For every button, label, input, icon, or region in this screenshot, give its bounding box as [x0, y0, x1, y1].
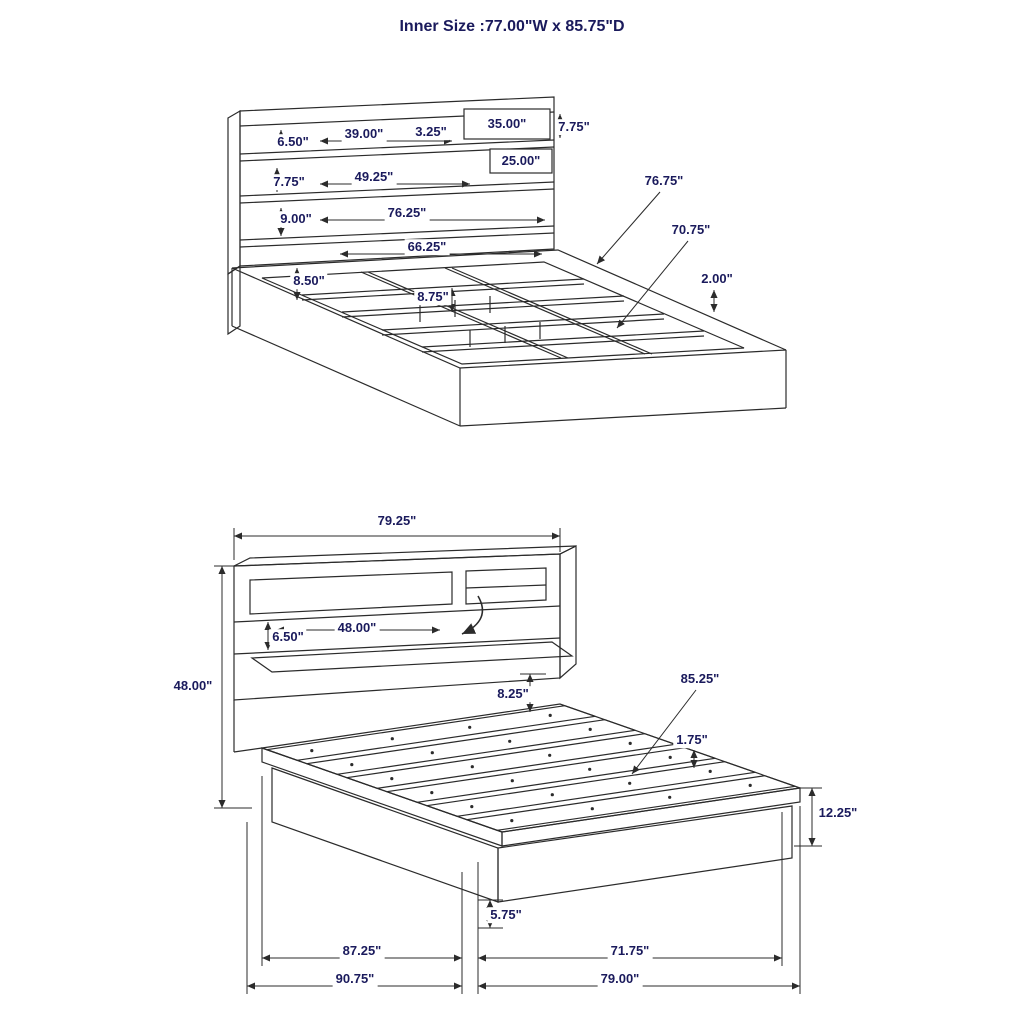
- dim-shelf2-height: 7.75": [270, 174, 308, 190]
- dim-slat-length: 85.25": [677, 671, 723, 687]
- plinth-front-right: [497, 805, 793, 903]
- dim-outer-left-width: 90.75": [332, 971, 378, 987]
- dim-base-height: 8.50": [290, 273, 328, 289]
- headboard-base: [227, 264, 241, 336]
- plinth-front-left: [271, 767, 499, 903]
- dim-shelf2-width: 49.25": [351, 169, 397, 185]
- dim-rim-thickness: 1.75": [673, 732, 711, 748]
- cubby-dim-box: [463, 108, 551, 140]
- deck-top: [261, 703, 801, 833]
- door-swing-arrow: [461, 595, 484, 635]
- bottom-view-dimension-lines: [214, 528, 822, 994]
- dim-deck-width: 66.25": [404, 239, 450, 255]
- flip-door: [250, 641, 574, 673]
- top-view-dimension-lines: [273, 114, 718, 329]
- dim-shelf-opening-height: 6.50": [269, 629, 307, 645]
- headboard-face: [239, 96, 555, 267]
- dim-base-lip-height: 5.75": [487, 907, 525, 923]
- page-title: Inner Size :77.00"W x 85.75"D: [399, 18, 625, 35]
- dim-inner-right-width: 71.75": [607, 943, 653, 959]
- dim-center-rail-length: 70.75": [668, 222, 714, 238]
- shelf-opening-right: [465, 567, 547, 605]
- dim-deck-offset: 8.25": [494, 686, 532, 702]
- dim-platform-side-height: 12.25": [815, 805, 861, 821]
- shelf-opening-left: [249, 571, 453, 615]
- headboard-side: [227, 109, 241, 276]
- leader-slat-length: [631, 689, 697, 775]
- deck-frame: [261, 261, 745, 365]
- dim-inner-left-width: 87.25": [339, 943, 385, 959]
- dim-divider-width: 3.25": [412, 124, 450, 140]
- dim-outer-right-width: 79.00": [597, 971, 643, 987]
- headboard-right-face: [559, 545, 577, 680]
- dim-shelf3-height: 9.00": [277, 211, 315, 227]
- dim-right-cubby-width: 35.00": [484, 116, 530, 132]
- leader-side-rail: [596, 191, 661, 265]
- dim-overall-width: 79.25": [374, 513, 420, 529]
- dim-shelf1-width: 39.00": [341, 126, 387, 142]
- dim-shelf3-width: 76.25": [384, 205, 430, 221]
- bottom-isometric-drawing: [233, 545, 801, 903]
- dim-right-inner-width: 25.00": [498, 153, 544, 169]
- dim-side-rail-length: 76.75": [641, 173, 687, 189]
- dim-slat-support-height: 8.75": [414, 289, 452, 305]
- leader-center-rail: [616, 240, 689, 329]
- headboard-front-face: [233, 553, 561, 701]
- dim-rim-height: 2.00": [698, 271, 736, 287]
- dim-shelf1-height: 6.50": [274, 134, 312, 150]
- dim-overall-height: 48.00": [170, 678, 216, 694]
- dim-shelf-opening-width: 48.00": [334, 620, 380, 636]
- dim-right-cubby-height: 7.75": [555, 119, 593, 135]
- screw-dots: [310, 713, 752, 823]
- headboard-top-face: [233, 545, 577, 567]
